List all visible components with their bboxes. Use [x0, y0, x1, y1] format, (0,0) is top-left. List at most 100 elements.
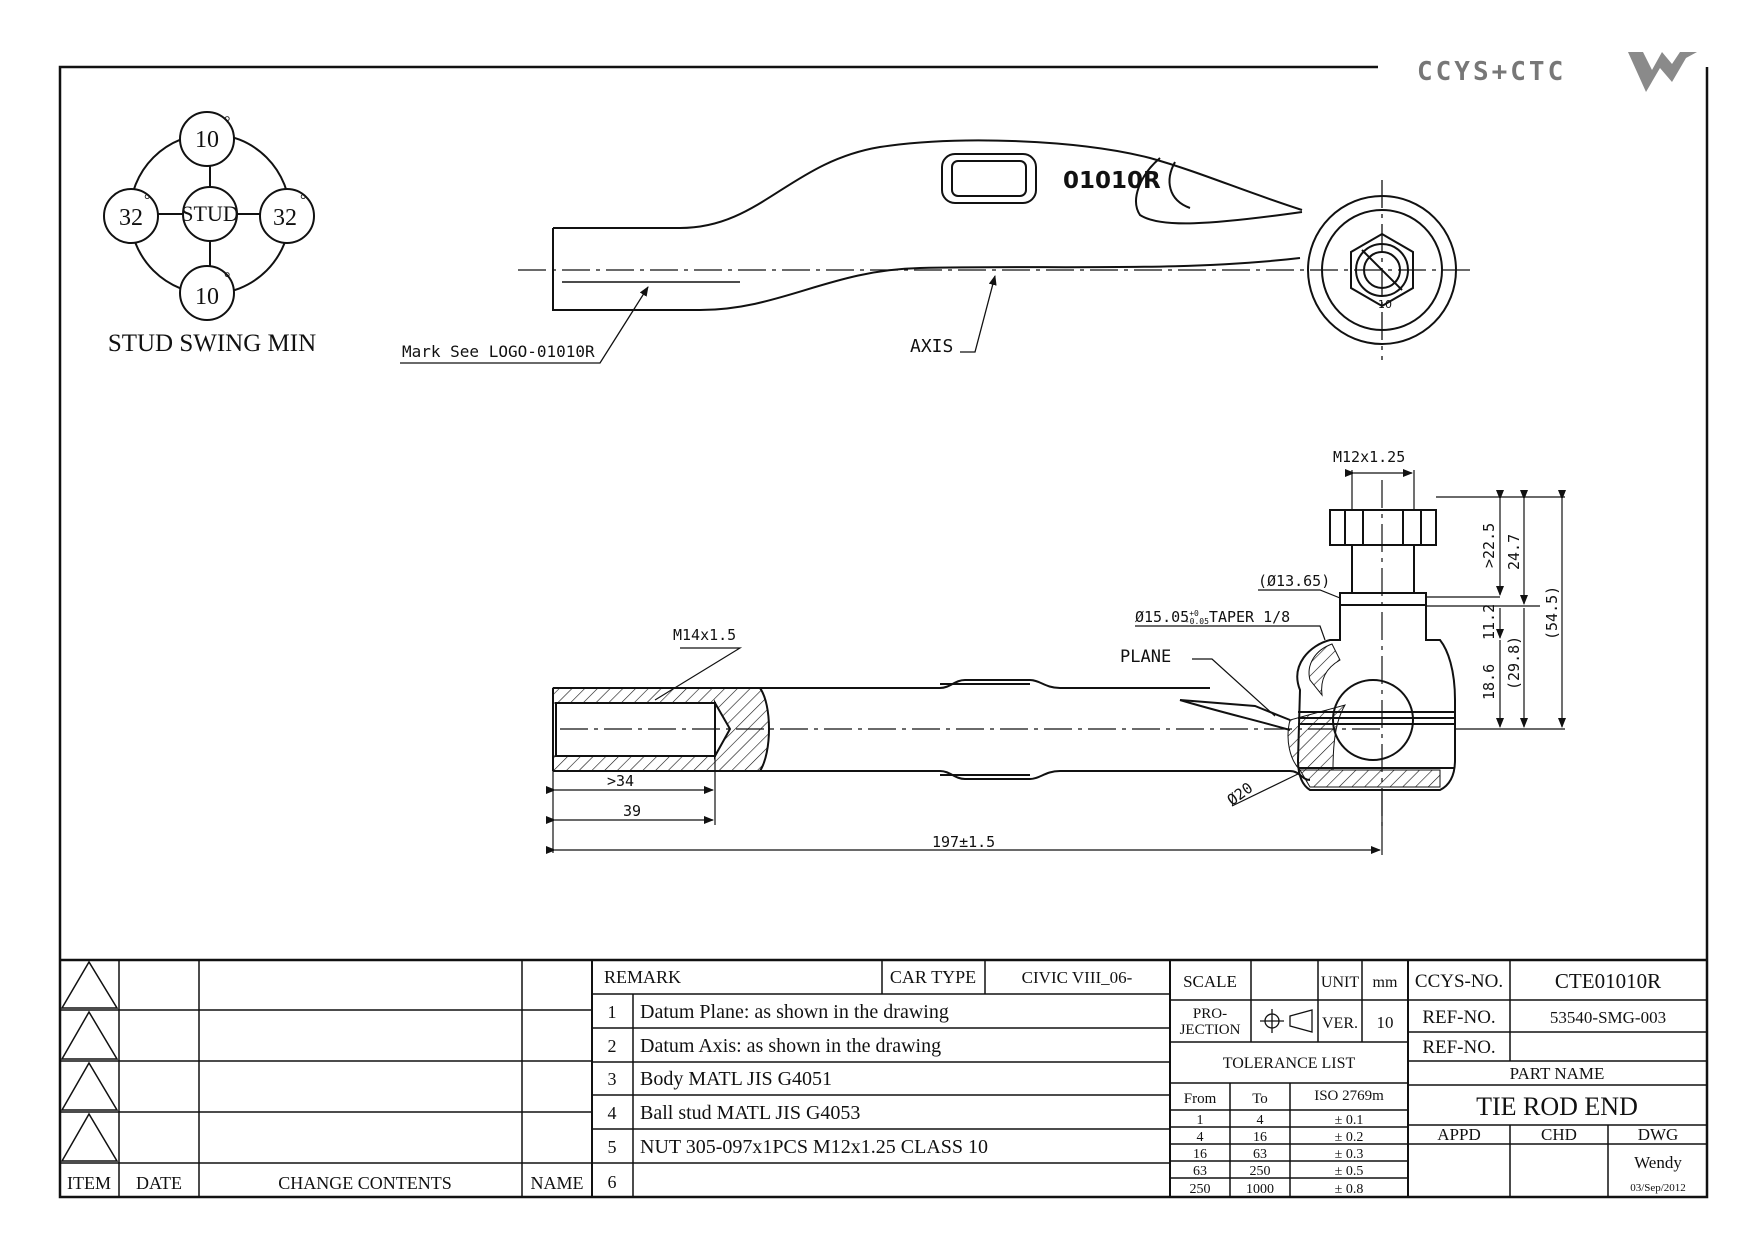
tol-from-4: 63	[1193, 1164, 1207, 1179]
top-view-body	[552, 139, 1457, 345]
thread-body-label: M14x1.5	[673, 626, 736, 644]
tol-header-to: To	[1252, 1091, 1268, 1107]
tol-from-1: 1	[1197, 1113, 1204, 1128]
plane-label: PLANE	[1120, 647, 1171, 667]
top-view-axis	[518, 180, 1475, 360]
tol-val-4: ± 0.5	[1335, 1164, 1364, 1179]
tol-val-3: ± 0.3	[1335, 1147, 1364, 1162]
remark-text-4: Ball stud MATL JIS G4053	[640, 1102, 860, 1124]
sheet-border	[58, 65, 1709, 1199]
mark-label: Mark See LOGO-01010R	[402, 342, 595, 361]
section-view-hatching	[552, 643, 1441, 788]
remark-no-4: 4	[608, 1103, 617, 1123]
ball-dia-label: Ø20	[1224, 779, 1256, 809]
dwg-label: DWG	[1638, 1125, 1679, 1144]
swing-center-label: STUD	[181, 201, 238, 226]
tol-header-iso: ISO 2769m	[1314, 1088, 1384, 1104]
dim-length-label: 197±1.5	[932, 833, 995, 851]
part-name-label: PART NAME	[1510, 1064, 1605, 1083]
projection-label-2: JECTION	[1180, 1022, 1241, 1038]
projection-label-1: PRO-	[1193, 1006, 1227, 1022]
logo-mark-icon	[1628, 52, 1697, 92]
ref1-label: REF-NO.	[1422, 1007, 1495, 1028]
tol-val-1: ± 0.1	[1335, 1113, 1364, 1128]
remark-text-5: NUT 305-097x1PCS M12x1.25 CLASS 10	[640, 1136, 988, 1158]
swing-top-value: 10	[195, 127, 219, 153]
revision-triangle-2	[60, 1010, 119, 1060]
drawer-name: Wendy	[1634, 1153, 1682, 1172]
ver-value: 10	[1377, 1013, 1394, 1032]
top-view-leaders	[400, 275, 997, 364]
dim-22-5-label: >22.5	[1480, 523, 1498, 568]
part-name-value: TIE ROD END	[1476, 1092, 1638, 1121]
taper-tol-lower: -0.05	[1185, 617, 1209, 626]
tol-header-from: From	[1184, 1091, 1217, 1107]
swing-right-degree: °	[300, 192, 306, 209]
rev-header-date: DATE	[136, 1173, 182, 1193]
tol-to-5: 1000	[1246, 1182, 1274, 1197]
taper-tol-upper: +0	[1189, 609, 1199, 618]
part-mark-text: 01010R	[1063, 168, 1161, 194]
remark-text-2: Datum Axis: as shown in the drawing	[640, 1035, 941, 1057]
revision-triangles	[60, 960, 119, 1162]
tol-from-5: 250	[1190, 1182, 1211, 1197]
remark-table: REMARK CAR TYPE CIVIC VIII_06- 1 Datum P…	[604, 967, 1133, 1192]
appd-label: APPD	[1437, 1125, 1480, 1144]
revision-triangle-1	[60, 960, 119, 1009]
section-dimensions	[546, 469, 1566, 855]
chd-label: CHD	[1541, 1125, 1577, 1144]
tolerance-title: TOLERANCE LIST	[1223, 1055, 1356, 1072]
revision-triangle-3	[60, 1061, 119, 1111]
taper-suffix: TAPER 1/8	[1209, 608, 1290, 626]
tol-to-4: 250	[1250, 1164, 1271, 1179]
remark-header: REMARK	[604, 967, 681, 987]
company-logo: CCYS+CTC	[1417, 52, 1697, 92]
revision-headers: ITEM DATE CHANGE CONTENTS NAME	[67, 1173, 584, 1193]
nut-mark-text: 10	[1378, 298, 1392, 311]
title-block-grid	[60, 958, 1707, 1197]
taper-main: Ø15.05	[1135, 608, 1189, 626]
dim-24-7-label: 24.7	[1505, 534, 1523, 570]
swing-left-value: 32	[119, 205, 143, 231]
ccys-value: CTE01010R	[1555, 969, 1661, 993]
tol-val-5: ± 0.8	[1335, 1182, 1364, 1197]
dim-29-8-label: (29.8)	[1505, 636, 1523, 690]
stud-swing-diagram	[103, 111, 315, 321]
swing-right-value: 32	[273, 205, 297, 231]
stud-swing-title: STUD SWING MIN	[108, 330, 316, 357]
unit-value: mm	[1373, 974, 1398, 991]
car-type-value: CIVIC VIII_06-	[1022, 968, 1133, 987]
rev-header-change: CHANGE CONTENTS	[278, 1173, 452, 1193]
rev-header-name: NAME	[531, 1173, 584, 1193]
dim-18-6-label: 18.6	[1480, 664, 1498, 700]
tol-from-2: 4	[1197, 1130, 1204, 1145]
tol-val-2: ± 0.2	[1335, 1130, 1364, 1145]
swing-bottom-value: 10	[195, 284, 219, 310]
swing-bottom-degree: °	[224, 270, 230, 287]
unit-label: UNIT	[1321, 974, 1359, 991]
projection-symbol-icon	[1260, 1009, 1313, 1033]
title-block: CCYS-NO. CTE01010R REF-NO. 53540-SMG-003…	[1415, 969, 1686, 1194]
scale-label: SCALE	[1183, 972, 1237, 991]
dim-39-label: 39	[623, 802, 641, 820]
dim-34-label: >34	[607, 772, 634, 790]
swing-top-degree: °	[224, 114, 230, 131]
rev-header-item: ITEM	[67, 1173, 111, 1193]
drawing-date: 03/Sep/2012	[1630, 1182, 1686, 1194]
car-type-label: CAR TYPE	[890, 967, 976, 987]
thread-stud-label: M12x1.25	[1333, 448, 1405, 466]
logo-text: CCYS+CTC	[1417, 57, 1566, 87]
taper-spec-label: Ø15.05+0-0.05TAPER 1/8	[1135, 608, 1290, 626]
tol-from-3: 16	[1193, 1147, 1207, 1162]
taper-dia-label: (Ø13.65)	[1258, 572, 1330, 590]
stud-swing-labels: STUD 10 10 32 32 ° ° ° ° STUD SWING MIN	[108, 114, 316, 357]
dim-54-5-label: (54.5)	[1543, 586, 1561, 640]
remark-text-1: Datum Plane: as shown in the drawing	[640, 1001, 949, 1023]
section-dimension-labels: M12x1.25 M14x1.5 (Ø13.65) Ø15.05+0-0.05T…	[607, 448, 1561, 851]
ver-label: VER.	[1322, 1015, 1358, 1032]
swing-left-degree: °	[144, 192, 150, 209]
remark-text-3: Body MATL JIS G4051	[640, 1068, 832, 1090]
tol-to-3: 63	[1253, 1147, 1267, 1162]
revision-triangle-4	[60, 1112, 119, 1162]
